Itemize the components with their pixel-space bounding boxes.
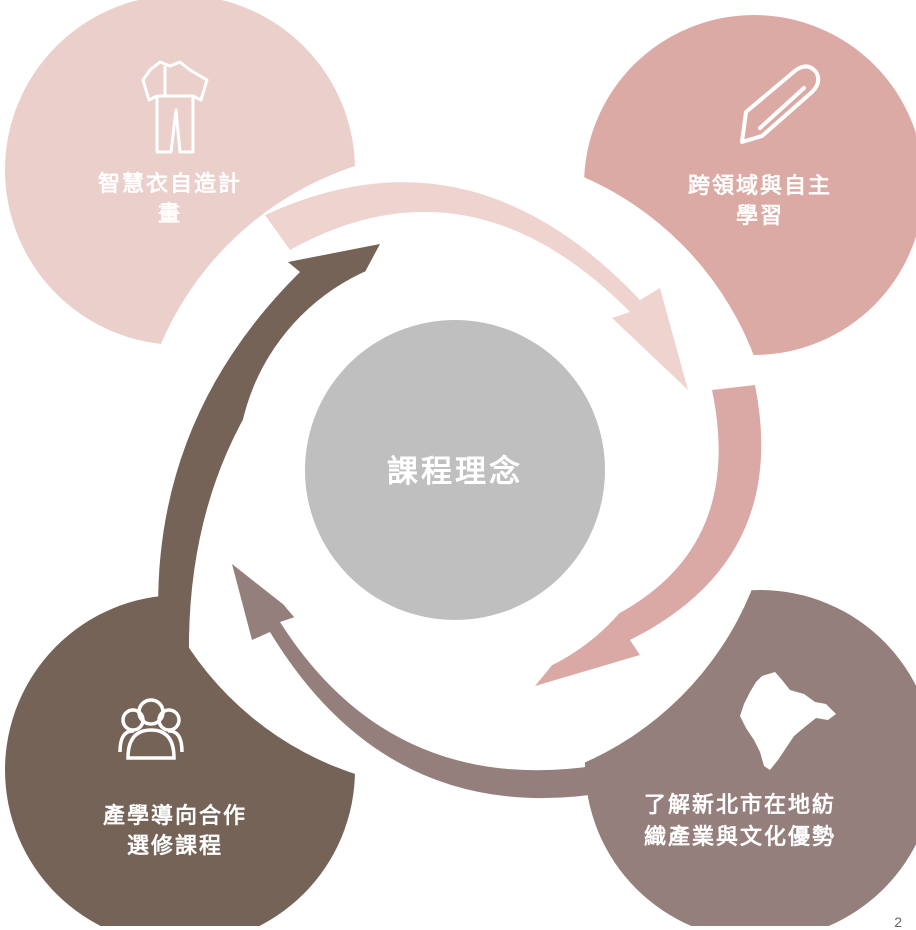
map-icon [740, 672, 836, 770]
node-top-left-line2: 畫 [157, 202, 182, 227]
node-top-left-label: 智慧衣自造計 畫 [60, 170, 280, 230]
node-bottom-right-label: 了解新北市在地紡 織產業與文化優勢 [610, 790, 870, 854]
node-bottom-right-line1: 了解新北市在地紡 [643, 793, 836, 818]
node-bottom-right-line2: 織產業與文化優勢 [643, 825, 836, 850]
arrow-bottom [232, 564, 610, 799]
node-bottom-left-line2: 選修課程 [126, 834, 223, 859]
node-bottom-left-label: 產學導向合作 選修課程 [60, 802, 290, 862]
arrow-right [535, 385, 762, 686]
node-top-left-line1: 智慧衣自造計 [97, 172, 242, 197]
people-group-icon [118, 698, 184, 760]
center-circle [305, 320, 605, 620]
page-number: 2 [894, 914, 902, 930]
node-top-right-label: 跨領域與自主 學習 [640, 172, 880, 232]
node-top-right-line2: 學習 [735, 204, 784, 229]
node-top-right-line1: 跨領域與自主 [687, 174, 832, 199]
pen-icon [740, 64, 821, 144]
shirt-icon [141, 60, 209, 154]
center-label: 課程理念 [387, 454, 523, 490]
arrow-top [265, 182, 688, 390]
node-bottom-left-line1: 產學導向合作 [102, 804, 247, 829]
